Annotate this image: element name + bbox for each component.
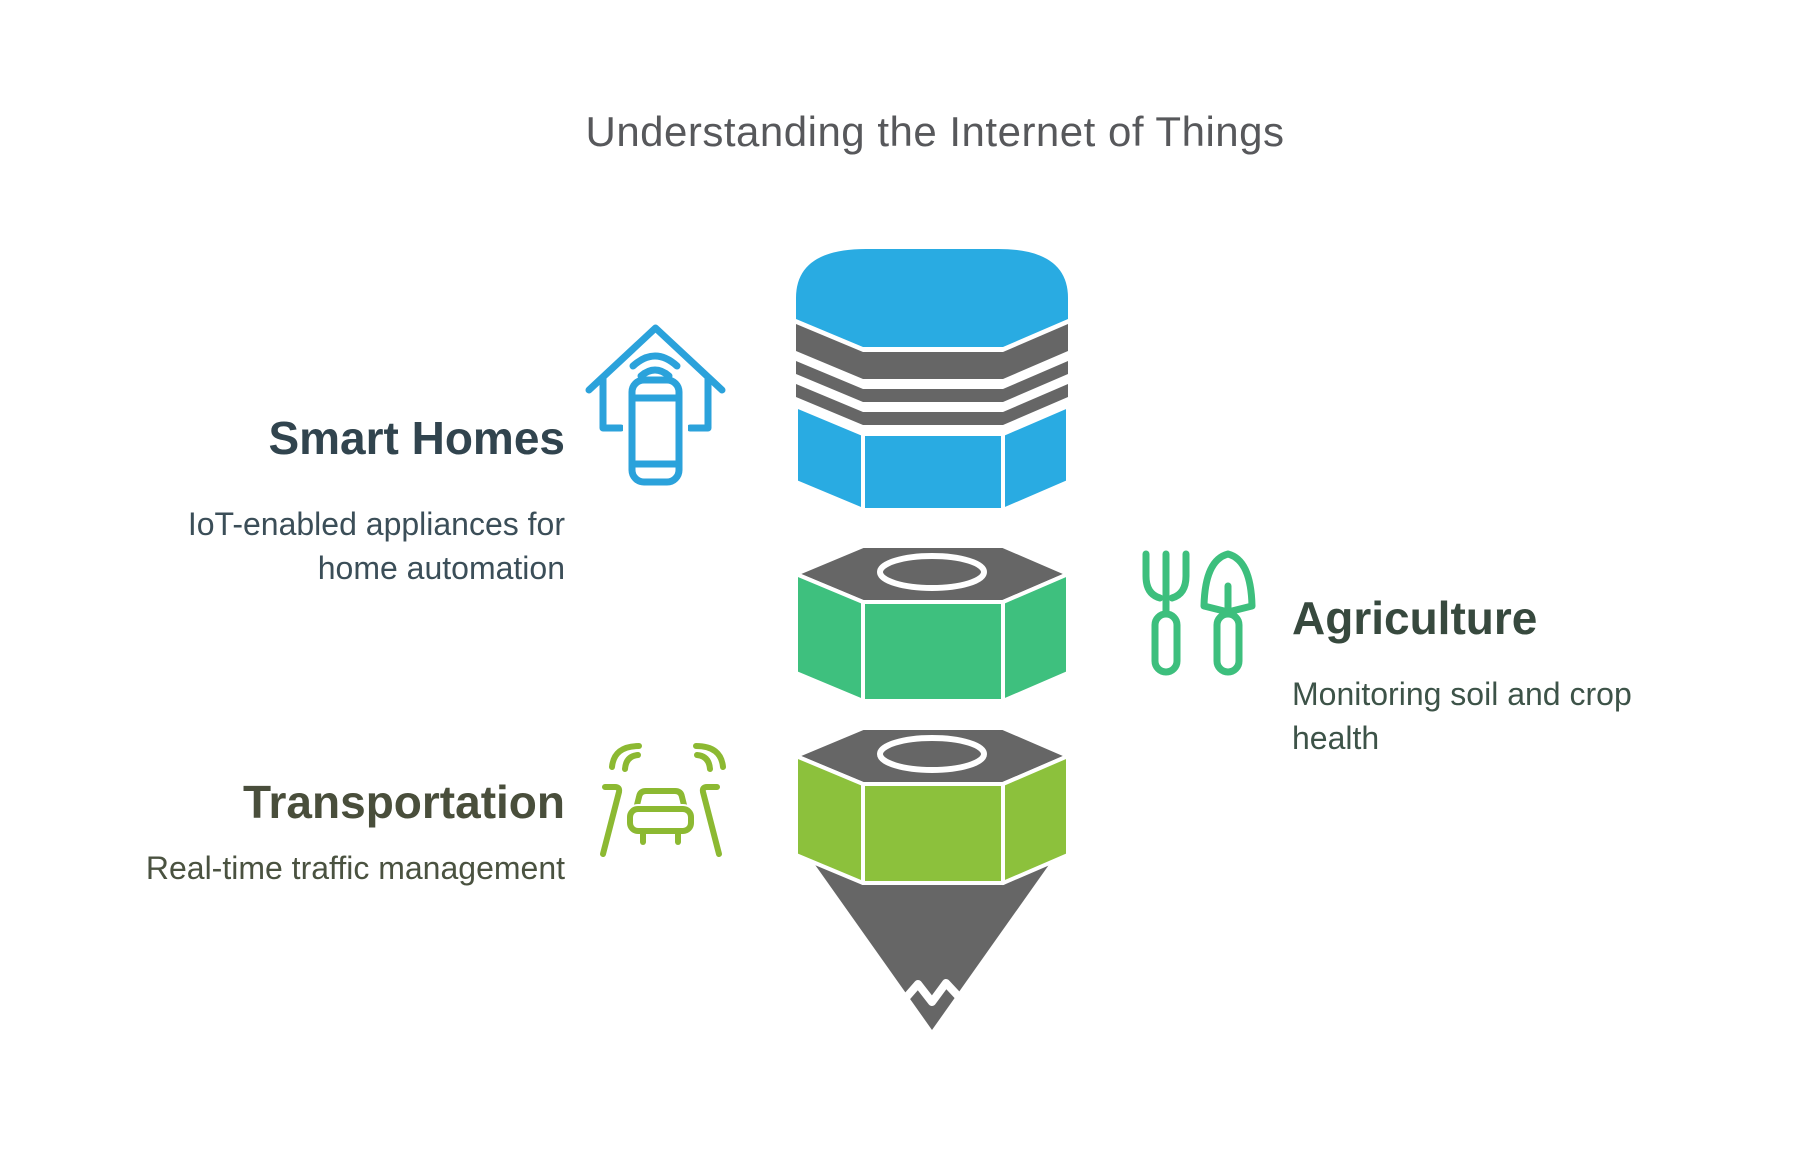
smart-homes-description-line: home automation: [317, 550, 565, 587]
pencil-cap: [796, 249, 1068, 347]
car-body: [627, 806, 694, 834]
garden-fork-tine-right: [1168, 550, 1190, 602]
transportation-description-line: Real-time traffic management: [145, 850, 565, 886]
house-roof: [585, 324, 726, 394]
ferrule-band: [796, 384, 1068, 425]
house-wall-left: [599, 374, 625, 432]
pencil-tip-cone: [806, 852, 1058, 1030]
segment-top-ring: [877, 553, 987, 591]
page-title: Understanding the Internet of Things: [585, 108, 1285, 155]
garden-fork-tine-left: [1142, 550, 1164, 602]
wifi-arc-inner: [637, 366, 673, 380]
smart-homes-heading: Smart Homes: [268, 412, 565, 464]
smart-homes-description-line: IoT-enabled appliances for: [187, 506, 565, 542]
signal-arc-right-inner: [694, 752, 713, 772]
garden-tools-icon: [1142, 550, 1256, 676]
trowel-handle: [1213, 610, 1243, 676]
agriculture-heading: Agriculture: [1292, 592, 1538, 644]
wifi-arc-outer: [629, 352, 681, 370]
car-cabin: [632, 788, 689, 816]
signal-arc-left-outer: [609, 743, 642, 770]
segment-smart-homes: [794, 404, 1070, 512]
transportation-heading: Transportation: [242, 776, 565, 828]
agriculture-description-line: Monitoring soil and crop: [1292, 676, 1632, 712]
segment-agriculture: [794, 544, 1070, 703]
pencil-graphic: [794, 249, 1070, 1030]
agriculture-description-line: health: [1292, 720, 1380, 757]
road-edge-right: [699, 784, 722, 857]
agriculture-description: Monitoring soil and crop health: [1292, 672, 1732, 760]
house-wall-right: [686, 374, 712, 432]
transportation-description: Real-time traffic management: [5, 846, 565, 890]
garden-fork-handle: [1151, 610, 1181, 676]
trowel-blade: [1200, 550, 1256, 616]
smart-homes-description: IoT-enabled appliances for home automati…: [45, 502, 565, 590]
car-on-road-icon: [600, 743, 726, 857]
car-body-knockout: [625, 804, 696, 836]
ferrule-band: [796, 361, 1068, 402]
smart-home-phone-icon: [585, 324, 726, 491]
road-edge-left: [600, 784, 623, 857]
ferrule-band: [796, 324, 1068, 379]
pencil-tip-crack: [900, 979, 964, 1006]
segment-transportation: [794, 726, 1070, 885]
segment-top-ring: [877, 735, 987, 773]
signal-arc-right-outer: [693, 743, 726, 770]
signal-arc-left-inner: [622, 752, 641, 772]
smartphone-body: [628, 376, 683, 486]
